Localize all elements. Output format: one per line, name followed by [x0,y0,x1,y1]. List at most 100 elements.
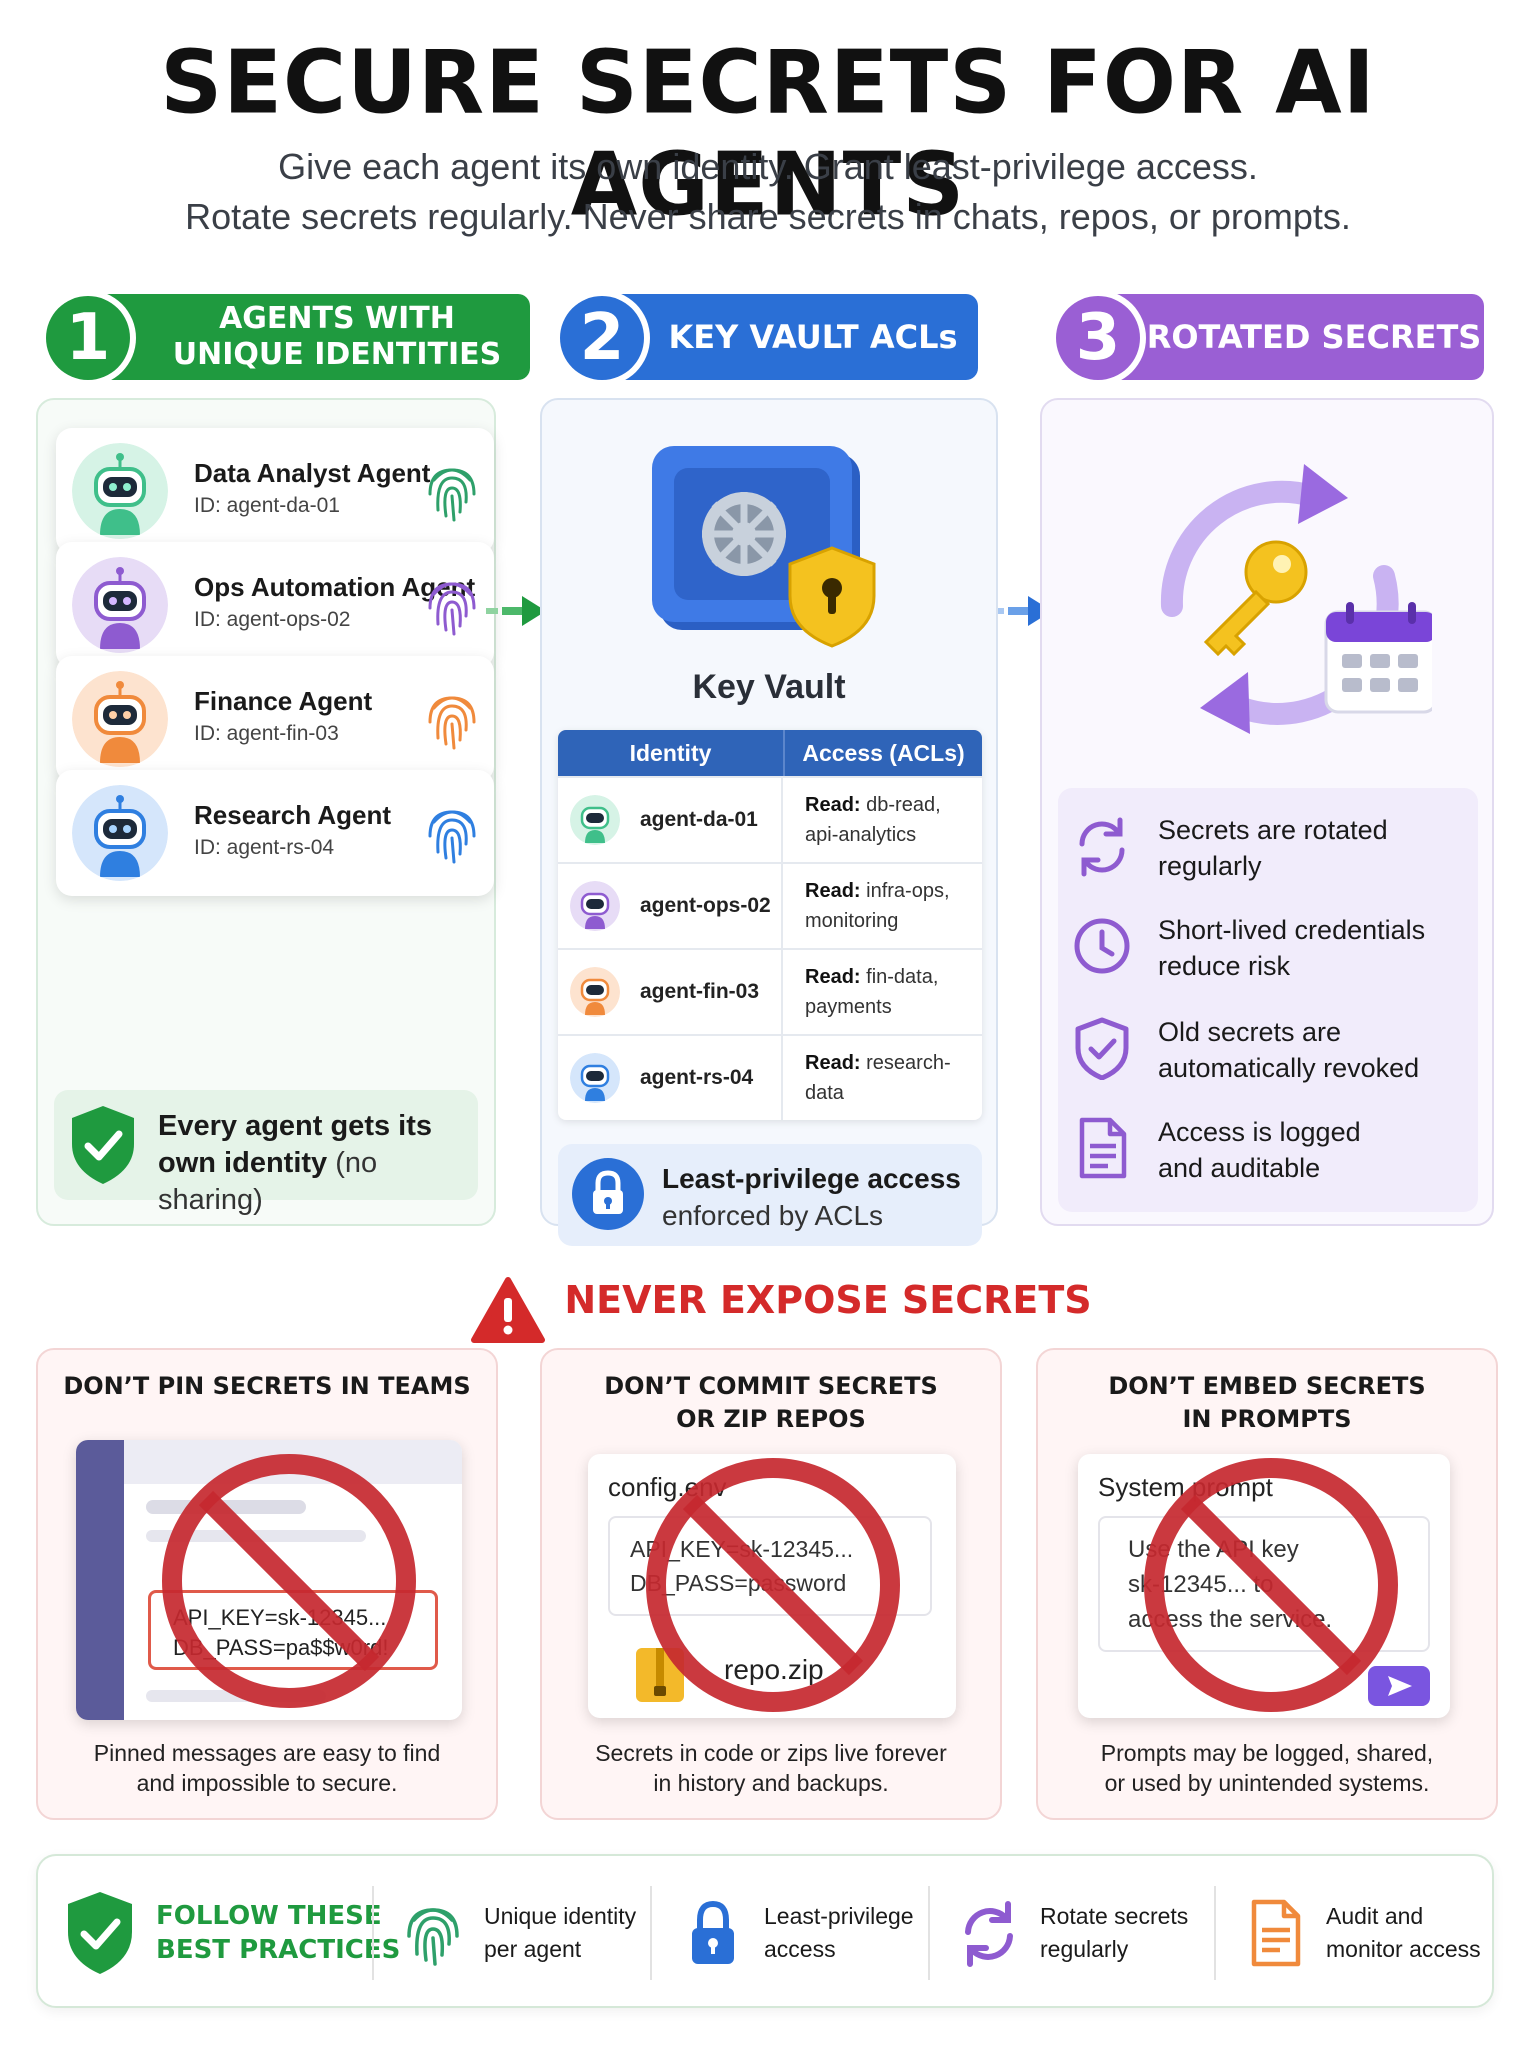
least-privilege-note: Least-privilege access enforced by ACLs [558,1144,982,1246]
card-description: Prompts may be logged, shared,or used by… [1100,1740,1434,1796]
fingerprint-icon [428,582,476,636]
warning-icon [470,1276,546,1344]
warning-title: NEVER EXPOSE SECRETS [564,1278,1092,1322]
lock-icon [572,1158,644,1230]
access-value: Read: db-read,api-analytics [805,794,941,846]
never-card-teams: DON’T PIN SECRETS IN TEAMS API_KEY=sk-12… [36,1348,498,1820]
fingerprint-icon [407,1908,459,1966]
lock-icon [692,1900,734,1964]
agent-card-ops-automation[interactable]: Ops Automation Agent ID: agent-ops-02 [56,542,494,668]
column-header-identity: Identity [629,739,712,766]
table-row: agent-rs-04 Read: research-data [558,1034,982,1120]
access-value: Read: research-data [805,1052,951,1104]
step-3-header: ROTATED SECRETS 3 [1050,290,1490,386]
vault-safe-icon [652,446,876,648]
fingerprint-icon [428,468,476,522]
step-2-header: KEY VAULT ACLs 2 [554,290,984,386]
refresh-icon [965,1901,1013,1967]
agent-id: ID: agent-da-01 [194,494,340,517]
zip-file-name: repo.zip [724,1654,824,1685]
identity-value: agent-da-01 [640,808,758,831]
subtitle-line-1: Give each agent its own identity. Grant … [278,146,1258,187]
card-title: DON’T PIN SECRETS IN TEAMS [63,1372,471,1400]
prohibited-icon [646,1458,900,1712]
vault-title: Key Vault [692,668,846,706]
subtitle-line-2: Rotate secrets regularly. Never share se… [185,196,1351,237]
identity-value: agent-fin-03 [640,980,760,1003]
identity-note: Every agent gets its own identity (no sh… [54,1090,478,1216]
send-button[interactable] [1368,1666,1430,1706]
step-1-number: 1 [40,290,136,386]
agent-card-finance[interactable]: Finance Agent ID: agent-fin-03 [56,656,494,782]
document-icon [1079,1117,1127,1179]
send-icon [1388,1676,1412,1696]
step-2-label: KEY VAULT ACLs [598,294,978,380]
table-row: agent-fin-03 Read: fin-data,payments [558,948,982,1034]
robot-avatar-icon [72,785,168,881]
fingerprint-icon [428,810,476,864]
agent-name: Finance Agent [194,686,373,716]
robot-avatar-icon [570,967,620,1017]
identity-value: agent-ops-02 [640,894,771,917]
agent-id: ID: agent-ops-02 [194,608,351,631]
table-row: agent-ops-02 Read: infra-ops,monitoring [558,862,982,948]
agent-name: Ops Automation Agent [194,572,476,602]
agent-card-data-analyst[interactable]: Data Analyst Agent ID: agent-da-01 [56,428,494,554]
vault-acl-table: Identity Access (ACLs) agent-da-01 Read:… [558,730,982,1120]
access-value: Read: infra-ops,monitoring [805,880,950,932]
agent-name: Research Agent [194,800,391,830]
robot-avatar-icon [72,443,168,539]
step-3-number: 3 [1050,290,1146,386]
robot-avatar-icon [570,1053,620,1103]
step-2-number: 2 [554,290,650,386]
step-3-label: ROTATED SECRETS [1094,294,1484,380]
shield-check-icon [68,1892,132,1974]
clock-icon [1074,918,1130,974]
robot-avatar-icon [72,557,168,653]
robot-avatar-icon [570,795,620,845]
identity-value: agent-rs-04 [640,1066,754,1089]
prohibited-icon [162,1454,416,1708]
teams-sidebar [76,1440,124,1720]
robot-avatar-icon [570,881,620,931]
shield-check-icon [72,1106,134,1184]
document-icon [1251,1899,1301,1967]
refresh-icon [1079,817,1125,877]
fingerprint-icon [428,696,476,750]
page-subtitle: Give each agent its own identity. Grant … [0,142,1536,242]
key-vault-panel: Key Vault Identity Access (ACLs) agent-d… [540,398,998,1246]
arrow-right-icon [486,596,546,626]
rotation-cycle-icon [1160,464,1432,734]
shield-check-icon [1075,1017,1129,1080]
agent-card-research[interactable]: Research Agent ID: agent-rs-04 [56,770,494,896]
table-header: Identity Access (ACLs) [558,730,982,776]
prohibited-icon [1144,1458,1398,1712]
robot-avatar-icon [72,671,168,767]
column-header-access: Access (ACLs) [783,730,982,776]
page-title: SECURE SECRETS FOR AI AGENTS [160,32,1376,236]
agent-id: ID: agent-fin-03 [194,722,339,745]
table-row: agent-da-01 Read: db-read,api-analytics [558,776,982,862]
agent-name: Data Analyst Agent [194,458,431,488]
note-line-2: enforced by ACLs [662,1200,884,1231]
